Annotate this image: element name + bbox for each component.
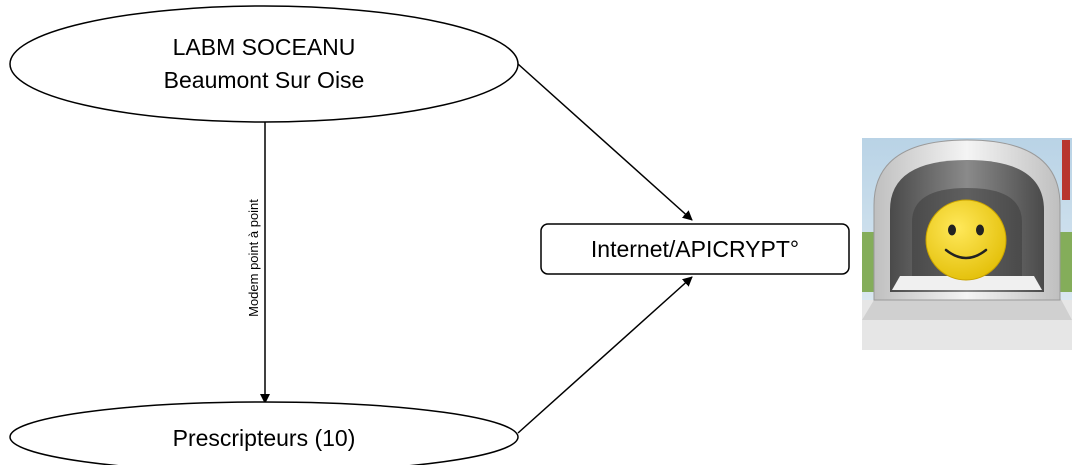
node-lab: LABM SOCEANU Beaumont Sur Oise (9, 5, 519, 123)
edge-lab-to-internet (517, 63, 693, 221)
smiley-face (925, 199, 1007, 281)
node-internet-label: Internet/APICRYPT° (591, 236, 799, 262)
node-lab-line1: LABM SOCEANU (173, 34, 356, 60)
node-prescribers-label: Prescripteurs (10) (173, 425, 356, 451)
node-prescribers-shape (9, 401, 519, 465)
node-internet-shape (540, 223, 850, 275)
node-internet: Internet/APICRYPT° (540, 223, 850, 275)
node-lab-line2: Beaumont Sur Oise (164, 67, 365, 93)
node-lab-shape (9, 5, 519, 123)
edge-prescribers-to-internet (517, 276, 693, 434)
edge-lab-to-prescribers-label: Modem point à point (246, 199, 261, 317)
node-prescribers: Prescripteurs (10) (9, 401, 519, 465)
smiley-mailbox-icon (862, 138, 1072, 350)
